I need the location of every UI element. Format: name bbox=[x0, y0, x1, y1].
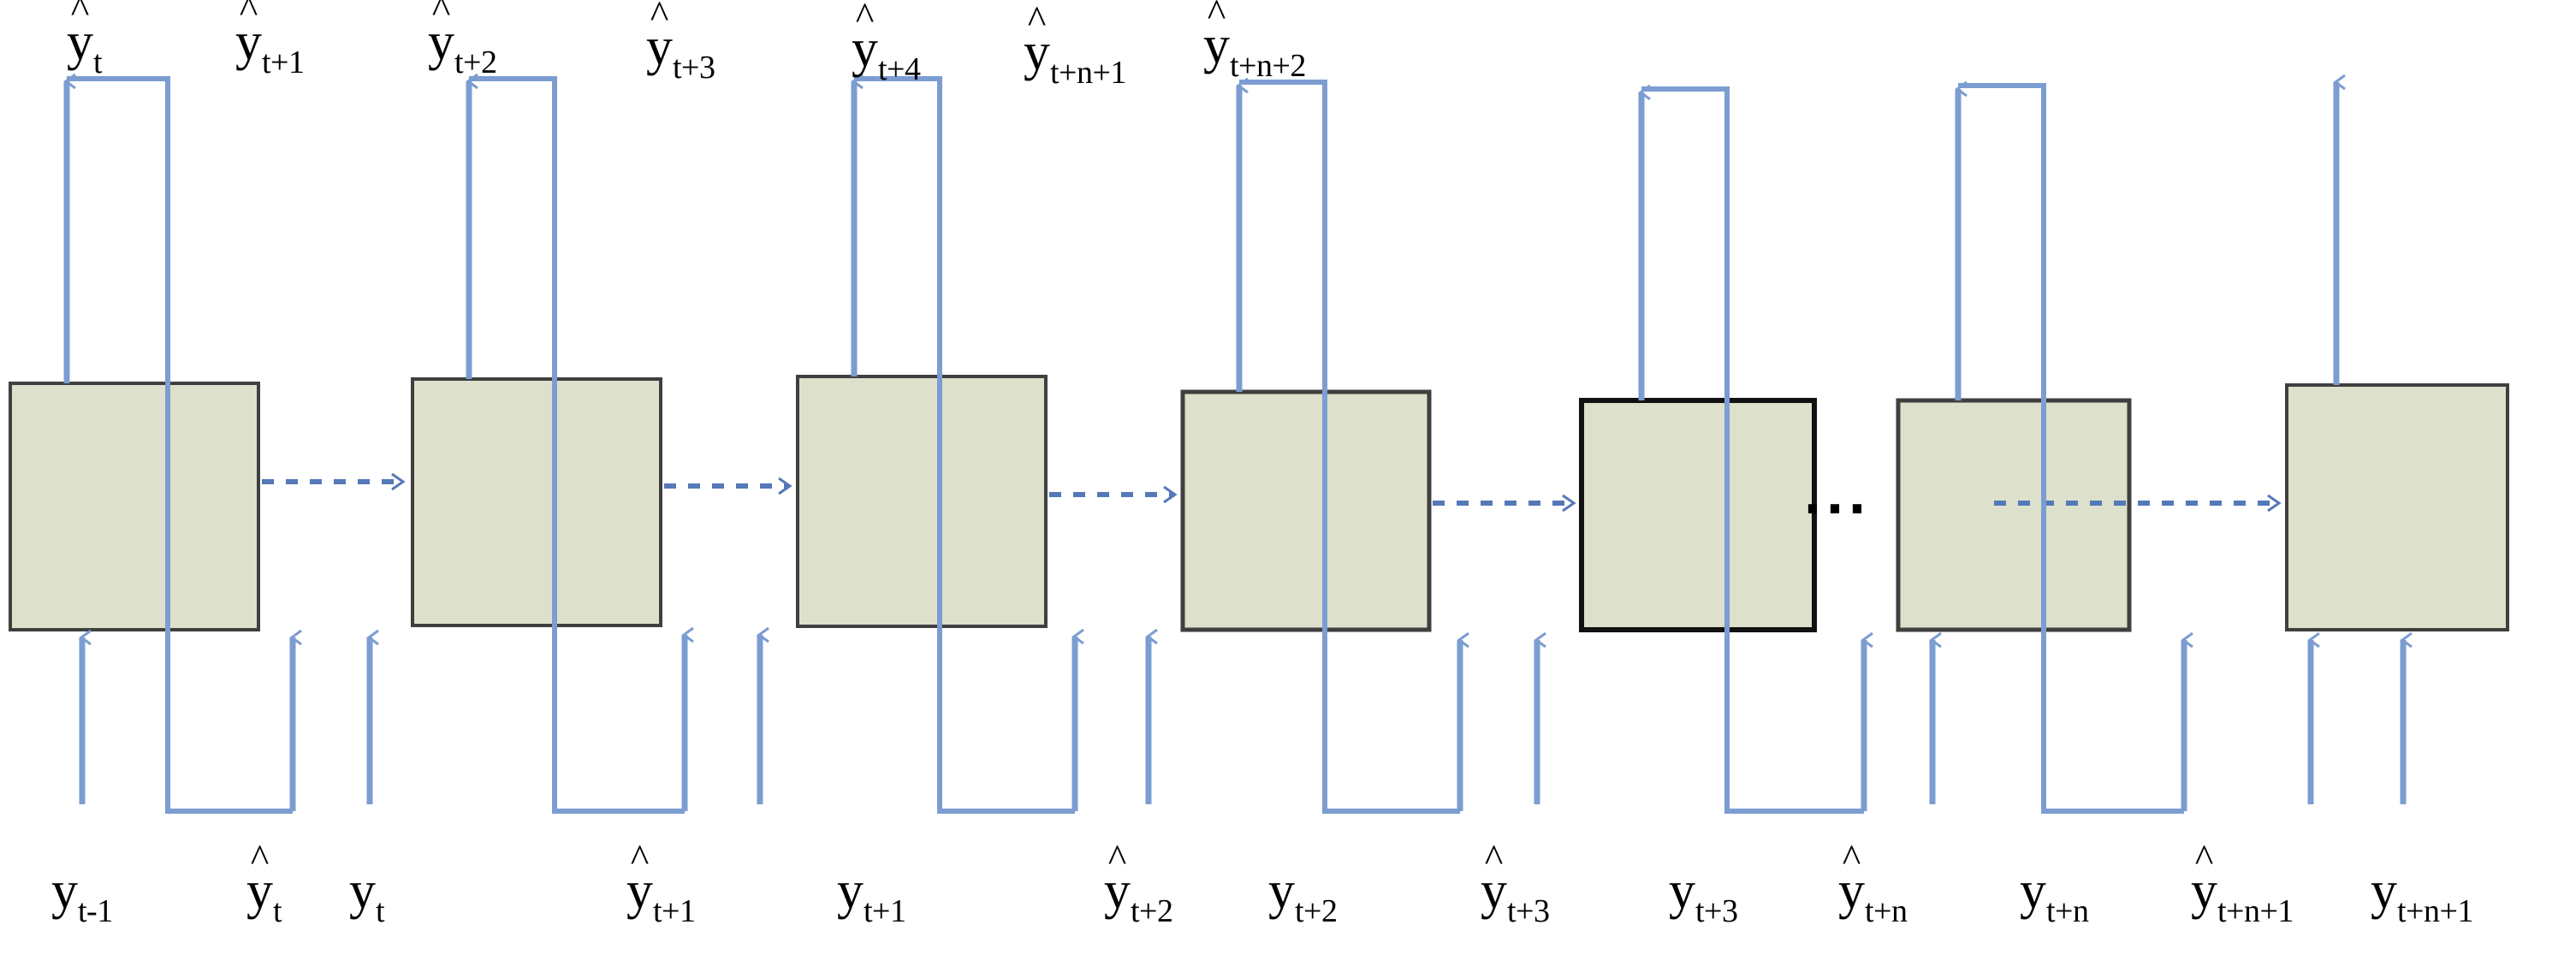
input-label-11: yt+n bbox=[2020, 862, 2089, 928]
input-label-10: ^yt+n bbox=[1838, 839, 1908, 928]
label-base: y bbox=[2020, 862, 2046, 920]
output-label-1: ^yt bbox=[67, 0, 103, 79]
label-base: y bbox=[1024, 23, 1050, 81]
label-subscript: t+2 bbox=[1131, 893, 1173, 929]
input-label-5: yt+1 bbox=[837, 862, 906, 928]
feedback-path bbox=[469, 76, 685, 814]
label-subscript: t+n bbox=[1865, 893, 1908, 929]
output-label-6: ^yt+n+1 bbox=[1024, 0, 1126, 89]
label-base: y bbox=[1268, 862, 1295, 920]
output-arrows-group bbox=[63, 73, 2346, 400]
output-label-2: ^yt+1 bbox=[235, 0, 305, 79]
label-base: y bbox=[349, 862, 376, 920]
feedback-path bbox=[1641, 86, 1864, 814]
label-subscript: t bbox=[273, 893, 282, 929]
hat-accent: ^ bbox=[650, 0, 669, 36]
label-subscript: t+3 bbox=[1695, 893, 1738, 929]
label-base: y bbox=[67, 13, 93, 71]
output-label-3: ^yt+2 bbox=[428, 0, 497, 79]
hat-accent: ^ bbox=[70, 0, 90, 31]
hat-accent: ^ bbox=[855, 0, 875, 38]
feedback-path bbox=[67, 76, 293, 814]
label-base: y bbox=[428, 13, 454, 71]
label-subscript: t bbox=[376, 893, 385, 929]
label-subscript: t+1 bbox=[864, 893, 906, 929]
label-base: y bbox=[837, 862, 864, 920]
label-base: y bbox=[646, 18, 673, 76]
label-base: y bbox=[2371, 862, 2397, 920]
label-subscript: t+n bbox=[2046, 893, 2089, 929]
cell-box[interactable] bbox=[1579, 398, 1817, 632]
cell-box[interactable] bbox=[796, 375, 1048, 628]
output-label-7: ^yt+n+2 bbox=[1203, 0, 1306, 82]
hat-accent: ^ bbox=[630, 836, 650, 880]
label-base: y bbox=[1669, 862, 1695, 920]
label-subscript: t+2 bbox=[1295, 893, 1338, 929]
label-subscript: t+1 bbox=[262, 44, 305, 80]
hat-accent: ^ bbox=[431, 0, 451, 31]
output-label-4: ^yt+3 bbox=[646, 0, 715, 84]
label-subscript: t+n+1 bbox=[2217, 893, 2294, 929]
input-label-6: ^yt+2 bbox=[1104, 839, 1173, 928]
feedback-path bbox=[1239, 80, 1460, 814]
hat-accent: ^ bbox=[1484, 836, 1504, 880]
label-subscript: t+4 bbox=[878, 51, 921, 87]
hidden-state-arrows-group bbox=[262, 472, 2282, 513]
feedback-path bbox=[854, 76, 1075, 814]
input-arrows-group bbox=[79, 626, 2413, 811]
label-base: y bbox=[1481, 862, 1507, 920]
input-label-12: ^yt+n+1 bbox=[2191, 839, 2294, 928]
hat-accent: ^ bbox=[1107, 836, 1127, 880]
hat-accent: ^ bbox=[239, 0, 258, 31]
feedback-loop-group bbox=[67, 76, 2184, 814]
input-label-13: yt+n+1 bbox=[2371, 862, 2473, 928]
cell-box[interactable] bbox=[1180, 389, 1432, 632]
cell-box[interactable] bbox=[2285, 383, 2509, 631]
input-label-3: yt bbox=[349, 862, 385, 928]
label-subscript: t+n+2 bbox=[1230, 48, 1306, 84]
label-subscript: t-1 bbox=[78, 893, 113, 929]
feedback-path bbox=[1958, 83, 2184, 814]
label-base: y bbox=[235, 13, 262, 71]
label-base: y bbox=[852, 20, 878, 78]
label-subscript: t+3 bbox=[673, 50, 715, 86]
hat-accent: ^ bbox=[1207, 0, 1226, 34]
output-label-5: ^yt+4 bbox=[852, 0, 921, 86]
cell-box-first[interactable] bbox=[9, 382, 260, 631]
input-label-8: ^yt+3 bbox=[1481, 839, 1550, 928]
hat-accent: ^ bbox=[1027, 0, 1047, 41]
label-base: y bbox=[246, 862, 273, 920]
label-subscript: t+n+1 bbox=[2397, 893, 2473, 929]
label-subscript: t+1 bbox=[653, 893, 696, 929]
input-label-7: yt+2 bbox=[1268, 862, 1338, 928]
input-label-4: ^yt+1 bbox=[626, 839, 696, 928]
cell-box[interactable] bbox=[411, 377, 662, 627]
input-label-2: ^yt bbox=[246, 839, 282, 928]
label-subscript: t+n+1 bbox=[1050, 55, 1126, 91]
hat-accent: ^ bbox=[1842, 836, 1861, 880]
ellipsis-dots: ... bbox=[1804, 459, 1872, 527]
label-base: y bbox=[1838, 862, 1865, 920]
label-base: y bbox=[1104, 862, 1131, 920]
label-base: y bbox=[1203, 16, 1230, 74]
label-base: y bbox=[51, 862, 78, 920]
label-subscript: t+3 bbox=[1507, 893, 1550, 929]
label-subscript: t+2 bbox=[454, 44, 497, 80]
cell-boxes-group bbox=[9, 375, 2509, 632]
label-base: y bbox=[2191, 862, 2217, 920]
label-subscript: t bbox=[93, 44, 103, 80]
hat-accent: ^ bbox=[2194, 836, 2214, 880]
input-label-1: yt-1 bbox=[51, 862, 113, 928]
input-label-9: yt+3 bbox=[1669, 862, 1738, 928]
label-base: y bbox=[626, 862, 653, 920]
cell-box[interactable] bbox=[1896, 398, 2132, 632]
hat-accent: ^ bbox=[250, 836, 270, 880]
